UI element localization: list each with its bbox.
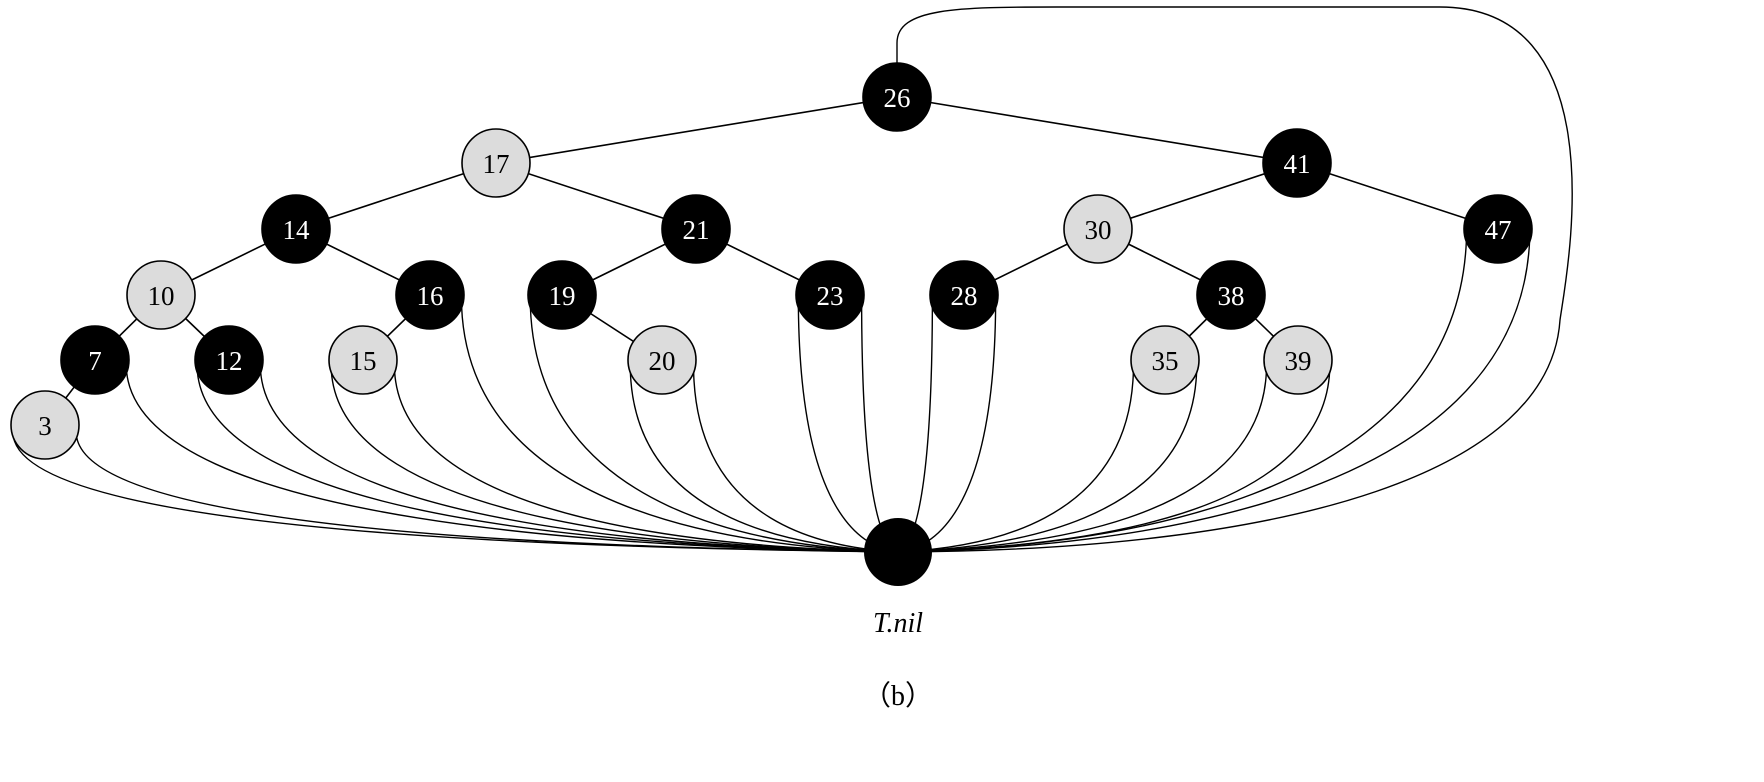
node-circle-14 [261, 194, 331, 264]
edge-17-21 [495, 162, 697, 230]
sentinel-node: T.nil [864, 518, 932, 639]
nil-link-19-left [529, 306, 899, 553]
tree-node-23: 23 [795, 260, 865, 330]
node-label-17: 17 [483, 149, 510, 179]
node-label-28: 28 [951, 281, 978, 311]
node-label-38: 38 [1218, 281, 1245, 311]
node-label-47: 47 [1485, 215, 1512, 245]
node-circle-15 [328, 325, 398, 395]
node-label-10: 10 [148, 281, 175, 311]
node-label-30: 30 [1085, 215, 1112, 245]
node-circle-30 [1063, 194, 1133, 264]
nil-link-39-left [897, 371, 1268, 553]
edge-26-41 [896, 96, 1298, 164]
nil-sentinel-circle [864, 518, 932, 586]
node-circle-39 [1263, 325, 1333, 395]
edge-26-17 [495, 96, 898, 164]
edge-41-30 [1097, 162, 1298, 230]
nil-link-20-left [629, 371, 899, 553]
tree-node-35: 35 [1130, 325, 1200, 395]
node-circle-35 [1130, 325, 1200, 395]
node-circle-12 [194, 325, 264, 395]
tree-node-12: 12 [194, 325, 264, 395]
node-circle-23 [795, 260, 865, 330]
node-circle-26 [862, 62, 932, 132]
tree-node-41: 41 [1262, 128, 1332, 198]
node-circle-47 [1463, 194, 1533, 264]
node-label-39: 39 [1285, 346, 1312, 376]
nil-link-35-left [897, 371, 1135, 553]
node-label-7: 7 [88, 346, 102, 376]
node-label-3: 3 [38, 411, 52, 441]
node-label-20: 20 [649, 346, 676, 376]
tree-node-3: 3 [10, 390, 80, 460]
tree-node-15: 15 [328, 325, 398, 395]
node-circle-10 [126, 260, 196, 330]
node-label-41: 41 [1284, 149, 1311, 179]
node-circle-38 [1196, 260, 1266, 330]
tree-node-26: 26 [862, 62, 932, 132]
node-circle-17 [461, 128, 531, 198]
nil-link-20-right [692, 371, 899, 553]
nil-link-35-right [897, 371, 1198, 553]
tree-node-20: 20 [627, 325, 697, 395]
node-label-21: 21 [683, 215, 710, 245]
tree-node-28: 28 [929, 260, 999, 330]
node-circle-28 [929, 260, 999, 330]
edge-41-47 [1296, 162, 1499, 230]
tree-node-47: 47 [1463, 194, 1533, 264]
node-circle-3 [10, 390, 80, 460]
node-circle-16 [395, 260, 465, 330]
tree-node-19: 19 [527, 260, 597, 330]
node-label-26: 26 [884, 83, 911, 113]
nil-link-47-right [897, 240, 1531, 553]
tree-node-38: 38 [1196, 260, 1266, 330]
node-circle-21 [661, 194, 731, 264]
node-label-23: 23 [817, 281, 844, 311]
tree-node-16: 16 [395, 260, 465, 330]
tree-node-17: 17 [461, 128, 531, 198]
node-circle-7 [60, 325, 130, 395]
nil-link-23-left [797, 306, 899, 553]
tree-node-21: 21 [661, 194, 731, 264]
nil-link-39-right [897, 371, 1331, 553]
node-label-35: 35 [1152, 346, 1179, 376]
edge-17-14 [295, 162, 497, 230]
tree-node-10: 10 [126, 260, 196, 330]
node-label-15: 15 [350, 346, 377, 376]
nil-link-3-left [12, 436, 899, 553]
tree-nodes: 26 17 41 14 21 30 47 10 16 19 23 28 38 7 12 15 20 35 39 3 [10, 62, 1533, 460]
node-label-19: 19 [549, 281, 576, 311]
nil-link-28-left [897, 306, 934, 553]
node-circle-19 [527, 260, 597, 330]
node-label-16: 16 [417, 281, 444, 311]
tree-node-39: 39 [1263, 325, 1333, 395]
nil-link-15-right [393, 371, 899, 553]
tree-node-14: 14 [261, 194, 331, 264]
tree-node-7: 7 [60, 325, 130, 395]
figure-caption: （b） [863, 680, 933, 712]
tree-node-30: 30 [1063, 194, 1133, 264]
nil-link-3-right [75, 436, 899, 553]
nil-link-23-right [860, 306, 899, 553]
node-circle-41 [1262, 128, 1332, 198]
nil-link-16-right [460, 306, 899, 553]
nil-link-root-parent [896, 6, 1573, 553]
nil-label: T.nil [873, 608, 923, 639]
node-label-14: 14 [283, 215, 311, 245]
node-label-12: 12 [216, 346, 243, 376]
nil-links [12, 6, 1573, 553]
nil-link-28-right [897, 306, 997, 553]
node-circle-20 [627, 325, 697, 395]
